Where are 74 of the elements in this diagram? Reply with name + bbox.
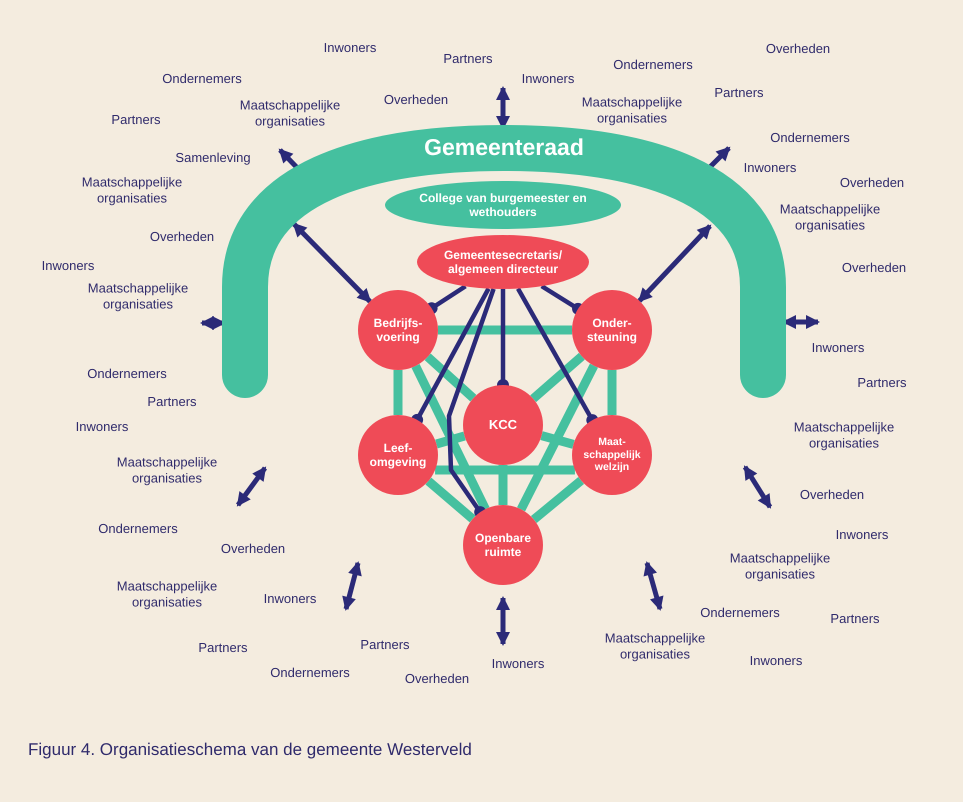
connector-line	[540, 431, 575, 449]
connector-line	[498, 465, 508, 505]
stakeholder-label: Inwoners	[42, 258, 94, 274]
connector-line	[394, 370, 402, 415]
double-arrow	[638, 224, 712, 303]
stakeholder-label: Overheden	[766, 41, 830, 57]
node-label: Bedrijfs- voering	[372, 316, 424, 344]
stakeholder-label: Samenleving	[175, 150, 251, 166]
stakeholder-label: Inwoners	[812, 340, 864, 356]
stakeholder-label: Overheden	[404, 671, 470, 687]
stakeholder-label: Inwoners	[750, 653, 802, 669]
stakeholder-label: Maatschappelijke organisaties	[116, 454, 218, 486]
circle-node	[358, 290, 438, 370]
stakeholder-label: Ondernemers	[98, 521, 178, 537]
connector-line	[412, 364, 490, 512]
stakeholder-label: Ondernemers	[162, 71, 242, 87]
stakeholder-label: Maatschappelijke organisaties	[116, 578, 218, 610]
stakeholder-label: Partners	[198, 640, 248, 656]
stakeholder-label: Partners	[443, 51, 493, 67]
connector-line	[446, 288, 496, 518]
node-label: Onder- steuning	[586, 316, 638, 344]
connector-line	[426, 284, 467, 314]
double-arrow	[292, 222, 372, 304]
stakeholder-label: Maatschappelijke organisaties	[238, 97, 342, 129]
node-label: Maat- schappelijk welzijn	[582, 436, 642, 474]
stakeholder-label: Maatschappelijke organisaties	[604, 630, 706, 662]
stakeholder-label: Maatschappelijke organisaties	[86, 280, 190, 312]
stakeholder-label: Overheden	[384, 92, 448, 108]
stakeholder-label: Partners	[111, 112, 161, 128]
stakeholder-label: Partners	[714, 85, 764, 101]
stakeholder-label: Ondernemers	[613, 57, 693, 73]
connector-line	[435, 432, 466, 448]
stakeholder-label: Ondernemers	[87, 366, 167, 382]
node-label: Leef- omgeving	[368, 440, 428, 470]
stakeholder-label: Partners	[360, 637, 410, 653]
stakeholder-label: Partners	[830, 611, 880, 627]
circle-node	[463, 505, 543, 585]
connector-line	[425, 478, 476, 522]
stakeholder-label: Maatschappelijke organisaties	[728, 550, 832, 582]
connector-line	[517, 364, 598, 512]
stakeholder-label: Maatschappelijke organisaties	[792, 419, 896, 451]
stakeholder-label: Maatschappelijke organisaties	[80, 174, 184, 206]
stakeholder-label: Overheden	[220, 541, 286, 557]
connector-line	[530, 477, 584, 523]
stakeholder-label: Ondernemers	[770, 130, 850, 146]
circle-node	[572, 290, 652, 370]
figure-caption: Figuur 4. Organisatieschema van de gemeente Westerveld	[28, 740, 472, 760]
node-label: Openbare ruimte	[474, 530, 532, 560]
stakeholder-label: Inwoners	[492, 656, 544, 672]
stakeholder-label: Partners	[857, 375, 907, 391]
connector-line	[608, 370, 616, 415]
stakeholder-label: Maatschappelijke organisaties	[580, 94, 684, 126]
stakeholder-label: Overheden	[150, 229, 214, 245]
node-label: Gemeentesecretaris/ algemeen directeur	[442, 248, 564, 276]
connector-line	[435, 466, 575, 474]
node-label: College van burgemeester en wethouders	[418, 190, 588, 220]
stakeholder-label: Inwoners	[522, 71, 574, 87]
node-title: Gemeenteraad	[424, 134, 584, 162]
stakeholder-label: Overheden	[842, 260, 906, 276]
stakeholder-label: Inwoners	[836, 527, 888, 543]
stakeholder-label: Inwoners	[264, 591, 316, 607]
connector-line	[438, 326, 572, 334]
stakeholder-label: Maatschappelijke organisaties	[778, 201, 882, 233]
stakeholder-label: Ondernemers	[270, 665, 350, 681]
stakeholder-label: Overheden	[800, 487, 864, 503]
stakeholder-label: Partners	[147, 394, 197, 410]
connector-line	[424, 354, 476, 402]
stakeholder-label: Inwoners	[744, 160, 796, 176]
node-label: KCC	[488, 417, 518, 433]
stakeholder-label: Ondernemers	[700, 605, 780, 621]
circle-node	[463, 385, 543, 465]
stakeholder-label: Overheden	[840, 175, 904, 191]
stakeholder-label: Inwoners	[324, 40, 376, 56]
stakeholder-label: Inwoners	[76, 419, 128, 435]
